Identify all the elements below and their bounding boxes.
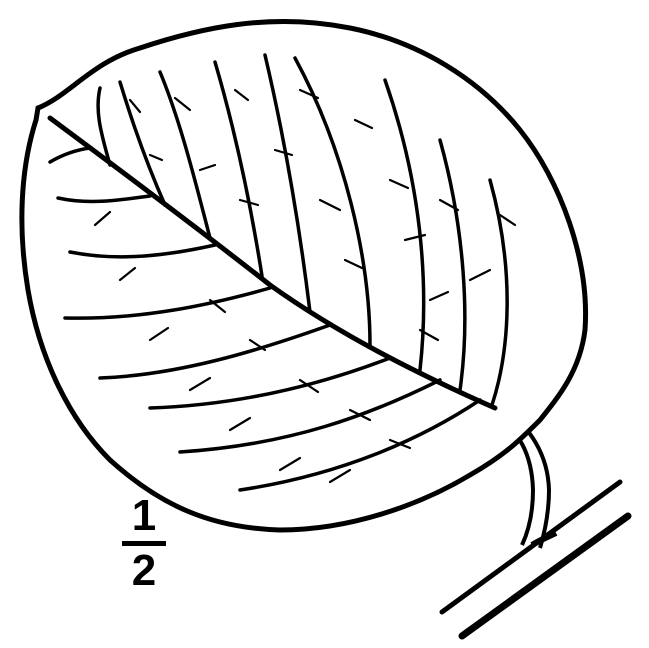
scale-denominator: 2 xyxy=(131,546,157,595)
twig xyxy=(439,479,632,640)
scale-fraction: 1 2 xyxy=(120,494,168,593)
fraction-bar xyxy=(122,541,166,546)
upper-secondary-veins xyxy=(96,53,509,407)
scale-numerator: 1 xyxy=(131,491,157,540)
midrib xyxy=(47,115,498,411)
tertiary-veinlets xyxy=(93,88,517,484)
lower-secondary-veins xyxy=(48,146,482,492)
